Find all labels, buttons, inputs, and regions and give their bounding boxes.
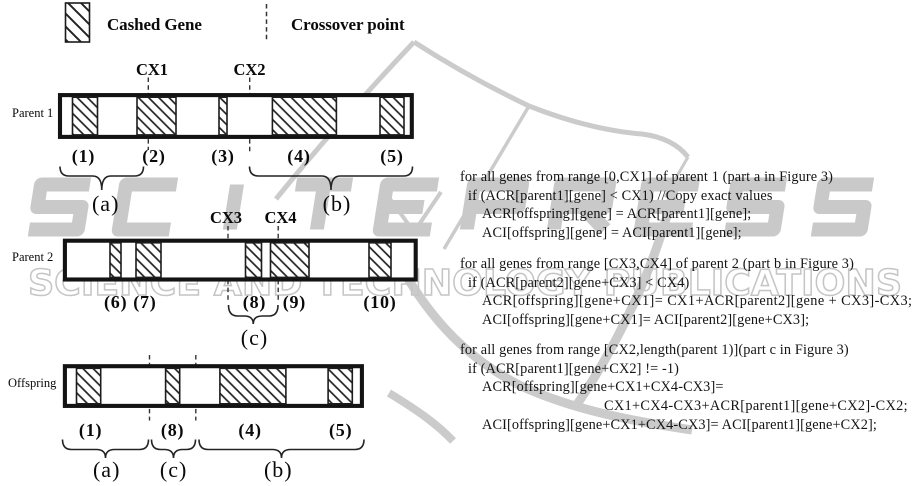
pseudocode-line: ACI[offspring][gene+CX1]= ACI[parent2][g…: [482, 311, 810, 328]
offspring-gene-label-1: (1): [78, 420, 103, 440]
parent1-brace-b: [248, 166, 414, 191]
watermark-letter: [546, 177, 617, 235]
offspring-genes: [75, 367, 354, 405]
offspring-brace-b: [198, 439, 365, 459]
group-braces: [59, 166, 414, 459]
parent1-gene-label-5: (5): [380, 145, 404, 166]
offspring-gene-label-8: (8): [160, 420, 185, 440]
parent2-part-c-label: (c): [240, 325, 269, 350]
pseudocode-paragraph-1: for all genes from range [0,CX1] of pare…: [460, 168, 915, 242]
pseudocode-line: ACR[offspring][gene+CX1]= CX1+ACR[parent…: [482, 293, 913, 310]
cx2-label: CX2: [233, 60, 266, 79]
gene-1: [75, 367, 102, 405]
offspring-part-b-label: (b): [263, 457, 293, 482]
pseudocode-paragraph-3: for all genes from range [CX2,length(par…: [460, 341, 915, 434]
parent1-genes: [71, 96, 405, 136]
parent2-gene-label-6: (6): [103, 291, 128, 312]
cx1-label: CX1: [135, 60, 169, 79]
gene-8: [244, 242, 263, 279]
gene-2: [136, 96, 177, 136]
watermark-letter: [633, 177, 701, 237]
pseudocode-line: ACR[offspring][gene] = ACR[parent1][gene…: [482, 206, 752, 223]
offspring-gene-label-5: (5): [328, 420, 353, 440]
watermark-title-text: [27, 177, 875, 237]
watermark-letter: [372, 177, 440, 237]
parent1-brace-a: [59, 166, 145, 191]
gene-5: [379, 96, 405, 136]
pseudocode-line: for all genes from range [0,CX1] of pare…: [460, 169, 834, 186]
watermark-letter: [459, 177, 530, 230]
parent2-gene-label-7: (7): [133, 291, 157, 312]
pseudocode-line: CX1+CX4-CX3+ACR[parent1][gene+CX2]-CX2;: [604, 397, 908, 414]
parent1-gene-label-1: (1): [71, 145, 96, 166]
parent1-part-b-label: (b): [322, 191, 352, 216]
offspring-part-a-label: (a): [92, 457, 121, 482]
watermark-letter: [111, 177, 179, 237]
gene-4: [271, 96, 338, 136]
watermark-letter: [294, 177, 354, 230]
gene-9: [269, 242, 310, 279]
pseudocode-line: ACI[offspring][gene+CX1+CX4-CX3]= ACI[pa…: [482, 416, 877, 433]
gene-4: [219, 367, 287, 405]
parent2-brace-c: [227, 304, 279, 325]
gene-1: [71, 96, 99, 136]
parent2-gene-label-9: (9): [282, 291, 307, 312]
pseudocode-line: ACR[offspring][gene+CX1+CX4-CX3]=: [482, 379, 724, 396]
gene-3: [218, 96, 228, 136]
offspring-part-c-label: (c): [159, 457, 188, 482]
parent2-gene-label-10: (10): [363, 291, 397, 312]
parent1-gene-label-2: (2): [142, 145, 166, 166]
parent2-chromosome: [62, 238, 418, 282]
watermark-letter: [723, 177, 788, 237]
watermark-letter: [222, 184, 244, 230]
offspring-brace-a: [61, 439, 150, 459]
offspring-brace-c: [150, 439, 197, 459]
parent1-gene-label-4: (4): [287, 145, 311, 166]
pseudocode-line: if (ACR[parent1][gene] < CX1) //Copy exa…: [468, 187, 773, 204]
gene-8: [164, 367, 181, 405]
parent2-genes: [109, 242, 392, 279]
offspring-gene-label-4: (4): [238, 420, 262, 440]
offspring-chromosome: [62, 364, 364, 408]
parent1-chromosome: [57, 93, 414, 139]
gene-6: [109, 242, 122, 279]
pseudocode-line: for all genes from range [CX2,length(par…: [460, 342, 849, 359]
pseudocode-line: if (ACR[parent2][gene+CX3] < CX4): [468, 274, 690, 291]
legend-cashed-gene-label: Cashed Gene: [107, 15, 202, 34]
pseudocode-paragraph-2: for all genes from range [CX3,CX4] of pa…: [460, 255, 915, 329]
offspring-row-label: Offspring: [8, 376, 57, 390]
pseudocode-line: if (ACR[parent1][gene+CX2] != -1): [468, 360, 680, 377]
cx4-label: CX4: [264, 208, 297, 227]
legend-cashed-gene-swatch: [64, 2, 91, 43]
cx3-label: CX3: [209, 208, 243, 227]
gene-10: [368, 242, 392, 279]
parent1-gene-label-3: (3): [211, 145, 235, 166]
gene-5: [327, 367, 354, 405]
parent2-row-label: Parent 2: [12, 250, 54, 264]
watermark-letter: [27, 177, 92, 237]
gene-7: [135, 242, 162, 279]
pseudocode-line: ACI[offspring][gene] = ACI[parent1][gene…: [482, 225, 742, 242]
watermark-letter: [810, 177, 875, 237]
parent1-part-a-label: (a): [91, 191, 120, 216]
parent2-gene-label-8: (8): [242, 291, 267, 312]
parent1-row-label: Parent 1: [12, 106, 54, 120]
legend-crossover-point-label: Crossover point: [291, 15, 405, 34]
pseudocode-line: for all genes from range [CX3,CX4] of pa…: [460, 256, 854, 273]
